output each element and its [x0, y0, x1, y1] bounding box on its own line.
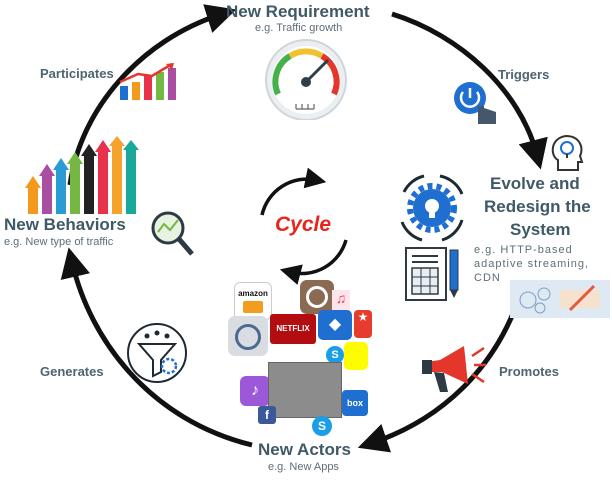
gear-cycle-icon: [400, 174, 464, 242]
netflix-logo-text: NETFLIX: [276, 324, 310, 333]
itunes-app-icon: ♪: [240, 376, 270, 406]
megaphone-icon: [422, 346, 486, 392]
app-logos-cluster: amazon ♫ NETFLIX ★ ◆ S ♪ box f S: [226, 280, 376, 440]
new-requirement-title: New Requirement: [226, 2, 370, 21]
arrow-generates: [60, 247, 253, 448]
instagram-app-icon: [300, 280, 334, 314]
touch-button-icon: [454, 82, 496, 124]
evolve-subtitle-line-2: adaptive streaming,: [474, 258, 589, 270]
box-logo-text: box: [346, 398, 363, 408]
arrow-promotes: [357, 294, 523, 453]
facebook-app-icon: f: [258, 406, 276, 424]
rising-bars-icon: [25, 136, 139, 214]
music-app-icon: ♫: [332, 290, 350, 312]
new-behaviors-subtitle: e.g. New type of traffic: [4, 236, 114, 248]
edge-label-triggers: Triggers: [498, 67, 550, 82]
edge-label-participates: Participates: [40, 66, 114, 81]
new-requirement-subtitle: e.g. Traffic growth: [255, 22, 343, 34]
drawing-hand-image: [510, 280, 610, 318]
evolve-title-line-3: System: [510, 220, 571, 239]
evolve-subtitle-line-3: CDN: [474, 272, 501, 284]
evolve-title-line-1: Evolve and: [490, 174, 580, 193]
edge-label-promotes: Promotes: [499, 364, 559, 379]
evolve-subtitle-line-1: e.g. HTTP-based: [474, 244, 573, 256]
center-arrow-top: [260, 167, 327, 216]
open-box-image: [268, 362, 342, 418]
amazon-app-icon: amazon: [234, 282, 272, 320]
shazam-app-icon: S: [312, 416, 332, 436]
box-app-icon: box: [342, 390, 368, 416]
netflix-app-icon: NETFLIX: [270, 314, 316, 344]
evolve-title-line-2: Redesign the: [484, 197, 591, 216]
funnel-gear-icon: [127, 323, 187, 383]
document-calculator-icon: [405, 247, 459, 301]
head-lightbulb-icon: [551, 134, 584, 171]
new-actors-title: New Actors: [258, 440, 351, 459]
dropbox-app-icon: ◆: [318, 310, 352, 340]
new-behaviors-title: New Behaviors: [4, 215, 126, 234]
bar-chart-growth-icon: [119, 62, 176, 100]
red-app-icon: ★: [354, 310, 372, 338]
cycle-label: Cycle: [274, 213, 332, 236]
amazon-logo-text: amazon: [238, 289, 268, 298]
skype-app-icon: S: [326, 346, 344, 364]
arrow-triggers: [391, 11, 548, 170]
edge-label-generates: Generates: [40, 364, 104, 379]
snapchat-app-icon: [344, 342, 368, 370]
new-actors-subtitle: e.g. New Apps: [268, 461, 339, 473]
camera-app-icon: [228, 316, 268, 356]
center-arrow-bottom: [279, 239, 348, 285]
speedometer-icon: [265, 39, 347, 120]
magnifier-chart-icon: [151, 211, 194, 256]
